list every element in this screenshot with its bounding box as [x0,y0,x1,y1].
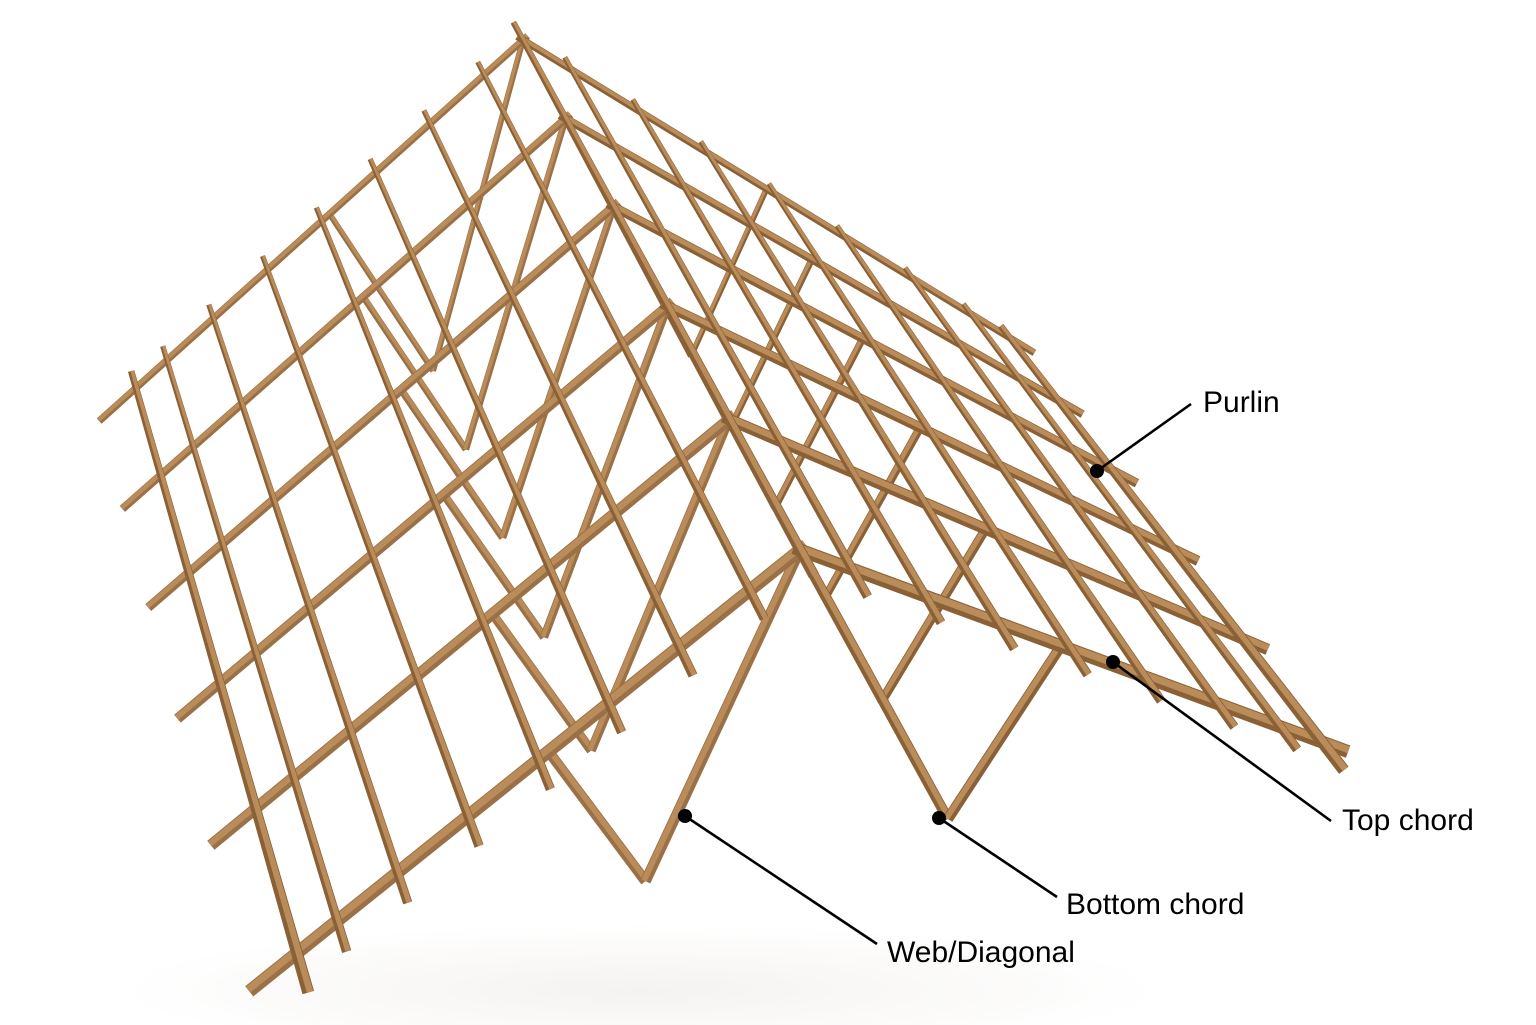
top-chord-label: Top chord [1342,804,1474,837]
purlin-leader-line [1096,402,1192,473]
annotation-bottom-chord: Bottom chord [932,811,1244,921]
right-purlin-4 [698,140,1019,652]
right-eave-plate [998,323,1349,774]
truss-1-web-left-outer [488,611,595,754]
right-purlin-2 [834,224,1165,704]
annotation-purlin: Purlin [1090,386,1280,478]
web-diagonal-label: Web/Diagonal [887,936,1075,969]
roof-structure [96,20,1351,997]
left-purlin-6 [475,60,769,621]
annotation-layer: Purlin Top chord Bottom chord Web/Diagon… [678,386,1474,969]
truss-4-web-left-inner [462,117,569,451]
left-purlin-2 [260,255,484,848]
truss-0-top-chord-left [245,540,811,997]
right-purlin-0 [961,302,1301,753]
truss-5-top-chord-left [96,33,531,424]
truss-0-web-right-outer [943,643,1066,822]
annotation-top-chord: Top chord [1106,655,1474,837]
left-purlin-1 [206,303,413,905]
truss-3-top-chord-left [145,198,622,611]
truss-3-web-left-inner [499,205,617,539]
truss-5-web-left-inner [430,39,526,372]
bottom-chord-leader-line [938,816,1058,899]
annotation-web-diagonal: Web/Diagonal [678,809,1075,969]
truss-4-top-chord-left [119,111,574,512]
left-purlin-5 [421,109,698,678]
truss-0-web-right-inner [795,547,953,822]
left-purlin-0 [160,345,352,953]
left-eave-plate [128,370,314,995]
truss-5-web-left-outer [327,212,436,373]
right-purlin-6 [562,56,872,599]
truss-2-web-left-outer [440,492,548,640]
web-diagonal-leader-dot [678,809,692,823]
right-purlin-3 [766,182,1092,678]
web-diagonal-leader-line [684,814,878,946]
truss-3-web-left-outer [398,387,506,540]
purlin-label: Purlin [1203,386,1280,419]
top-chord-leader-line [1112,660,1332,823]
right-purlin-5 [630,98,946,626]
truss-0-web-left-inner [640,547,805,884]
truss-1-top-chord-left [207,410,739,850]
right-purlin-1 [902,266,1239,730]
bottom-chord-leader-dot [932,811,946,825]
top-chord-leader-dot [1106,655,1120,669]
truss-2-top-chord-left [174,297,677,723]
truss-1-web-left-inner [586,417,734,753]
bottom-chord-label: Bottom chord [1066,888,1244,921]
left-purlin-4 [367,157,626,735]
left-purlin-3 [313,206,555,791]
ground-shadow [80,920,1200,1025]
ridge-beam [510,20,819,579]
purlin-leader-dot [1090,464,1104,478]
truss-0-web-left-outer [544,748,650,885]
